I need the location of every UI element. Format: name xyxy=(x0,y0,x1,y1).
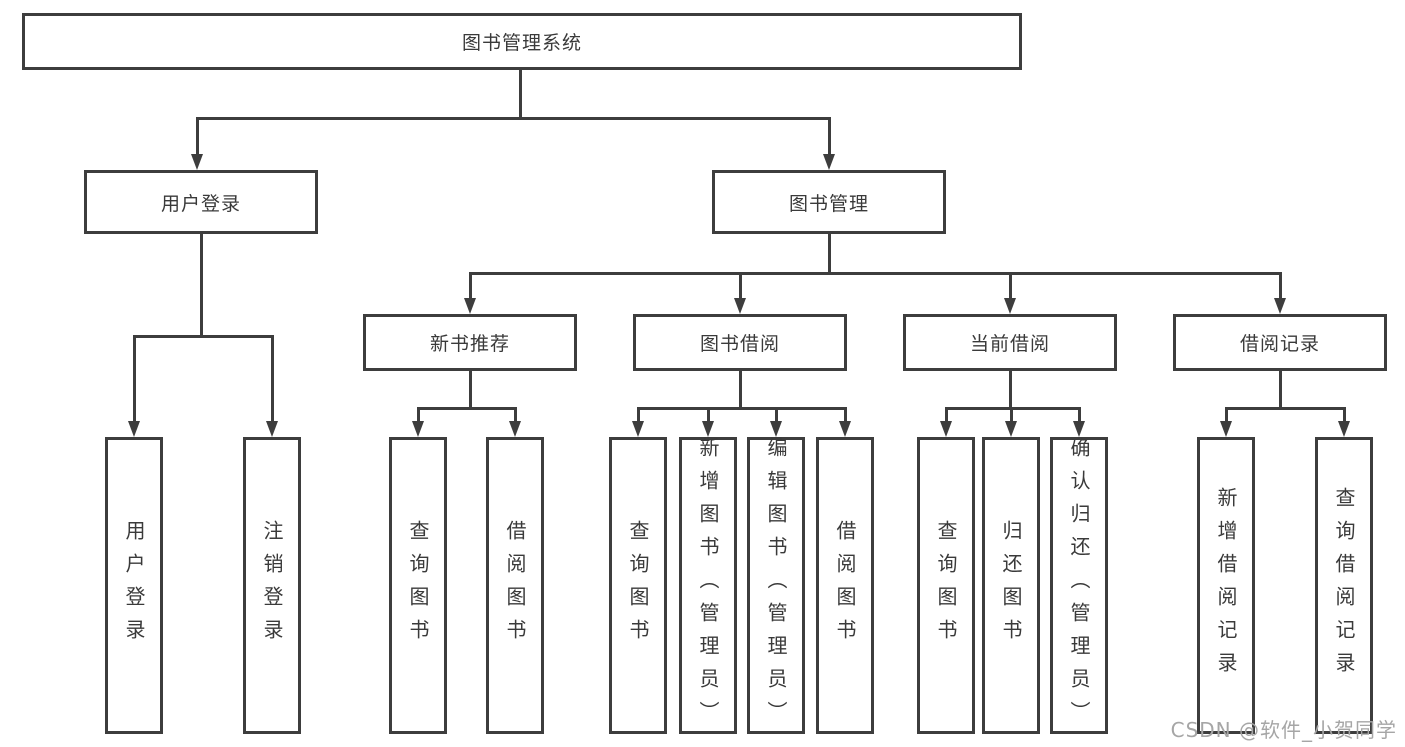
connector-drop xyxy=(196,117,199,155)
arrow-down-icon xyxy=(412,421,424,437)
arrow-down-icon xyxy=(702,421,714,437)
node-book-management-label: 图书管理 xyxy=(788,192,869,215)
node-root: 图书管理系统 xyxy=(22,13,1022,70)
node-user-login-leaf-label: 用户登录 xyxy=(122,519,146,652)
node-query-book-borrow-label: 查询图书 xyxy=(626,519,650,652)
arrow-down-icon xyxy=(1004,298,1016,314)
node-query-book-recommend: 查询图书 xyxy=(389,437,447,734)
connector-stem xyxy=(1009,371,1012,409)
arrow-down-icon xyxy=(128,421,140,437)
node-user-login: 用户登录 xyxy=(84,170,318,234)
connector-drop xyxy=(707,407,710,422)
connector-drop xyxy=(828,117,831,155)
arrow-down-icon xyxy=(632,421,644,437)
connector-horizontal xyxy=(945,407,1081,410)
node-edit-book-admin-label: 编辑图书（管理员） xyxy=(764,437,788,734)
connector-drop xyxy=(637,407,640,422)
node-book-borrow-label: 图书借阅 xyxy=(699,333,780,355)
connector-drop xyxy=(514,407,517,422)
node-book-management: 图书管理 xyxy=(712,170,946,234)
arrow-down-icon xyxy=(1220,421,1232,437)
node-confirm-return-admin-label: 确认归还（管理员） xyxy=(1067,437,1091,734)
arrow-down-icon xyxy=(1338,421,1350,437)
node-query-book-current-label: 查询图书 xyxy=(934,519,958,652)
connector-horizontal xyxy=(1225,407,1346,410)
node-user-login-leaf: 用户登录 xyxy=(105,437,163,734)
node-query-borrow-record-label: 查询借阅记录 xyxy=(1332,486,1356,685)
connector-drop xyxy=(775,407,778,422)
node-query-borrow-record: 查询借阅记录 xyxy=(1315,437,1373,734)
node-new-book-recommend-label: 新书推荐 xyxy=(429,333,510,355)
connector-stem xyxy=(828,233,831,274)
node-current-borrow: 当前借阅 xyxy=(903,314,1117,371)
node-borrow-book-leaf: 借阅图书 xyxy=(816,437,874,734)
arrow-down-icon xyxy=(940,421,952,437)
connector-stem xyxy=(1279,371,1282,409)
node-add-borrow-record-label: 新增借阅记录 xyxy=(1214,486,1238,685)
node-return-book-label: 归还图书 xyxy=(999,519,1023,652)
connector-drop xyxy=(1225,407,1228,422)
connector-drop xyxy=(133,335,136,422)
connector-horizontal xyxy=(637,407,847,410)
connector-stem xyxy=(519,69,522,119)
connector-drop xyxy=(1279,272,1282,300)
node-query-book-borrow: 查询图书 xyxy=(609,437,667,734)
node-add-borrow-record: 新增借阅记录 xyxy=(1197,437,1255,734)
node-user-login-label: 用户登录 xyxy=(160,192,241,215)
connector-stem xyxy=(469,371,472,409)
arrow-down-icon xyxy=(839,421,851,437)
node-current-borrow-label: 当前借阅 xyxy=(969,333,1050,355)
arrow-down-icon xyxy=(734,298,746,314)
node-borrow-book-leaf-label: 借阅图书 xyxy=(833,519,857,652)
connector-drop xyxy=(1010,407,1013,422)
node-add-book-admin: 新增图书（管理员） xyxy=(679,437,737,734)
node-edit-book-admin: 编辑图书（管理员） xyxy=(747,437,805,734)
node-borrow-record: 借阅记录 xyxy=(1173,314,1387,371)
node-query-book-current: 查询图书 xyxy=(917,437,975,734)
connector-stem xyxy=(739,371,742,409)
node-add-book-admin-label: 新增图书（管理员） xyxy=(696,437,720,734)
connector-stem xyxy=(200,233,203,337)
arrow-down-icon xyxy=(770,421,782,437)
node-confirm-return-admin: 确认归还（管理员） xyxy=(1050,437,1108,734)
connector-drop xyxy=(1343,407,1346,422)
arrow-down-icon xyxy=(509,421,521,437)
connector-drop xyxy=(1009,272,1012,300)
connector-horizontal xyxy=(133,335,274,338)
arrow-down-icon xyxy=(823,154,835,170)
watermark-text: CSDN @软件_小贺同学 xyxy=(1170,718,1397,742)
connector-drop xyxy=(945,407,948,422)
connector-drop xyxy=(417,407,420,422)
arrow-down-icon xyxy=(191,154,203,170)
node-logout-login-leaf-label: 注销登录 xyxy=(260,519,284,652)
node-borrow-book-recommend-label: 借阅图书 xyxy=(503,519,527,652)
node-logout-login-leaf: 注销登录 xyxy=(243,437,301,734)
node-query-book-recommend-label: 查询图书 xyxy=(406,519,430,652)
node-borrow-book-recommend: 借阅图书 xyxy=(486,437,544,734)
connector-horizontal xyxy=(196,117,831,120)
connector-drop xyxy=(1078,407,1081,422)
arrow-down-icon xyxy=(1005,421,1017,437)
arrow-down-icon xyxy=(266,421,278,437)
connector-horizontal xyxy=(417,407,517,410)
connector-drop xyxy=(469,272,472,300)
node-return-book: 归还图书 xyxy=(982,437,1040,734)
node-root-label: 图书管理系统 xyxy=(461,32,582,54)
arrow-down-icon xyxy=(1274,298,1286,314)
arrow-down-icon xyxy=(1073,421,1085,437)
connector-horizontal xyxy=(469,272,1282,275)
connector-drop xyxy=(739,272,742,300)
node-new-book-recommend: 新书推荐 xyxy=(363,314,577,371)
connector-drop xyxy=(844,407,847,422)
node-book-borrow: 图书借阅 xyxy=(633,314,847,371)
node-borrow-record-label: 借阅记录 xyxy=(1239,333,1320,355)
arrow-down-icon xyxy=(464,298,476,314)
connector-drop xyxy=(271,335,274,422)
